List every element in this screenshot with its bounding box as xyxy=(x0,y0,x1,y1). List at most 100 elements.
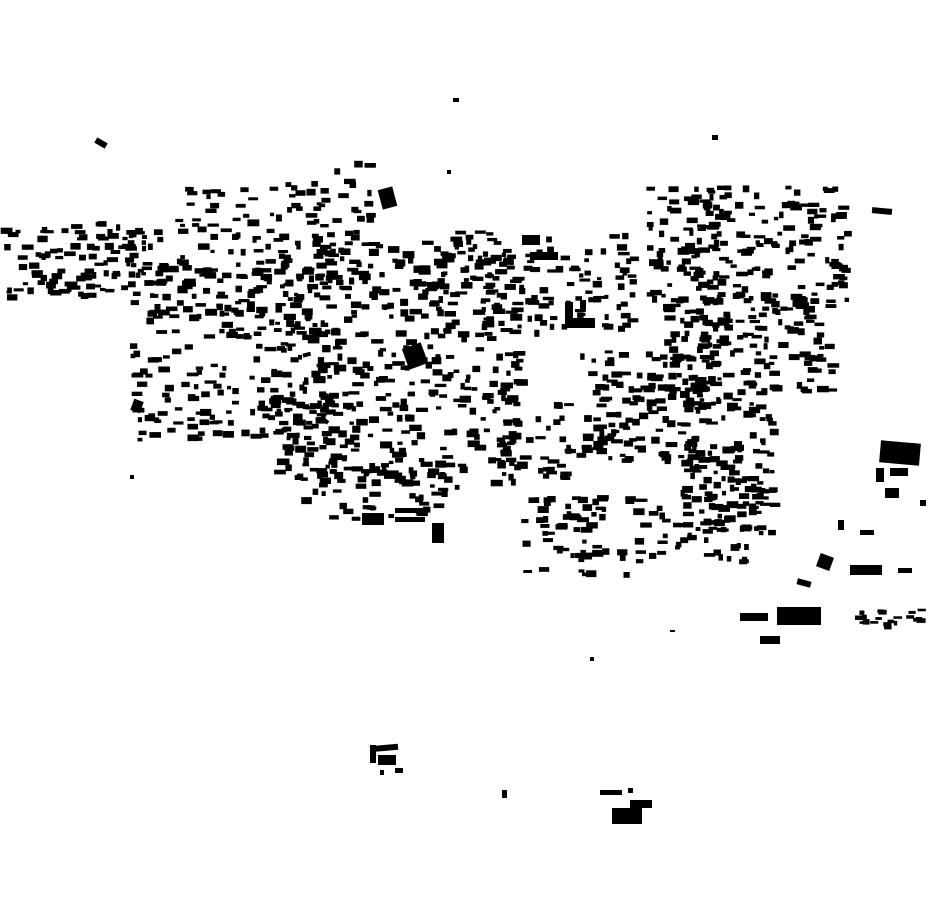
building xyxy=(516,379,528,386)
building xyxy=(561,547,570,552)
building xyxy=(177,285,185,292)
building xyxy=(74,230,86,235)
building xyxy=(620,313,626,319)
building xyxy=(376,376,385,383)
building xyxy=(684,330,690,337)
building xyxy=(680,391,690,398)
building xyxy=(592,390,601,396)
building xyxy=(309,327,322,335)
building xyxy=(326,270,339,276)
building xyxy=(17,255,28,260)
building xyxy=(122,236,128,241)
building xyxy=(333,364,347,372)
building xyxy=(266,228,275,234)
building xyxy=(826,299,836,303)
building xyxy=(723,210,732,215)
building xyxy=(83,274,93,281)
building xyxy=(290,302,302,309)
building xyxy=(661,293,666,298)
building xyxy=(582,433,594,439)
building xyxy=(379,272,385,278)
building xyxy=(553,545,564,551)
building xyxy=(803,360,813,366)
building xyxy=(733,487,739,491)
building xyxy=(666,260,671,265)
building xyxy=(659,230,665,238)
building xyxy=(743,298,752,304)
building xyxy=(744,544,749,550)
building xyxy=(665,386,673,391)
building xyxy=(768,529,776,536)
building xyxy=(305,318,311,322)
building xyxy=(446,355,455,359)
building xyxy=(717,185,725,190)
building xyxy=(41,226,48,231)
building xyxy=(559,415,565,421)
building xyxy=(451,428,458,436)
building xyxy=(566,444,571,449)
building xyxy=(694,464,700,468)
building xyxy=(672,359,682,363)
building xyxy=(716,397,721,404)
building xyxy=(55,255,64,260)
building xyxy=(745,380,756,386)
building xyxy=(260,433,269,438)
building xyxy=(293,413,303,421)
building xyxy=(349,421,354,425)
building xyxy=(304,435,312,441)
building xyxy=(748,505,759,509)
building xyxy=(450,236,463,242)
building xyxy=(598,443,604,450)
building xyxy=(844,297,849,302)
building xyxy=(404,414,412,420)
building xyxy=(508,431,517,435)
building xyxy=(262,413,270,419)
building xyxy=(307,339,320,344)
building xyxy=(544,531,555,535)
building xyxy=(695,268,704,273)
building xyxy=(675,541,682,548)
building xyxy=(236,327,245,331)
building xyxy=(438,262,446,268)
building xyxy=(717,279,727,286)
building xyxy=(443,289,449,295)
building xyxy=(380,770,384,775)
building xyxy=(715,297,724,305)
building xyxy=(321,491,326,496)
building xyxy=(716,231,722,237)
building xyxy=(720,213,731,221)
building xyxy=(651,357,661,362)
building xyxy=(789,240,797,246)
building xyxy=(304,377,309,384)
building xyxy=(547,459,560,464)
building xyxy=(635,550,646,554)
building xyxy=(332,346,343,350)
building xyxy=(469,407,477,415)
building xyxy=(767,452,775,457)
building xyxy=(622,232,629,240)
building xyxy=(88,253,97,260)
building xyxy=(500,450,512,457)
building xyxy=(76,275,86,282)
building xyxy=(619,453,626,457)
building xyxy=(406,339,417,345)
building xyxy=(368,416,379,423)
building xyxy=(275,411,283,417)
building xyxy=(771,300,780,308)
building xyxy=(698,386,709,393)
building xyxy=(137,437,143,442)
building xyxy=(291,185,298,191)
building xyxy=(236,334,244,339)
building xyxy=(827,363,840,368)
building xyxy=(352,425,361,433)
building xyxy=(454,243,459,250)
building xyxy=(530,252,558,260)
building xyxy=(629,256,639,262)
building xyxy=(519,455,532,460)
building xyxy=(837,236,845,240)
building xyxy=(362,505,372,510)
building xyxy=(199,273,208,277)
building xyxy=(313,253,324,259)
building xyxy=(757,481,764,485)
building xyxy=(369,291,378,298)
